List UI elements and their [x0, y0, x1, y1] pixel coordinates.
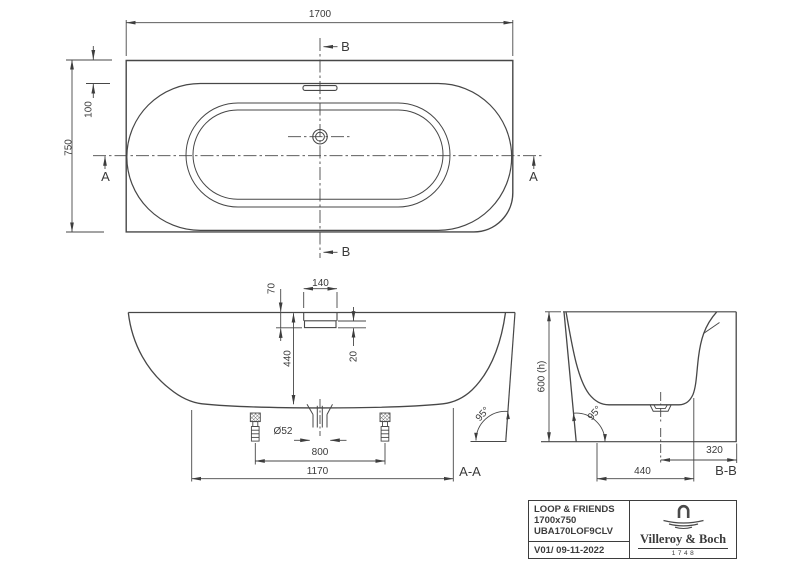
product-size: 1700x750	[534, 515, 577, 526]
version-date: V01/ 09-11-2022	[529, 541, 629, 558]
section-bb-profile	[541, 311, 737, 463]
section-bb-dimensions	[545, 311, 738, 482]
overflow-section	[303, 312, 338, 329]
top-view-outline	[125, 59, 514, 233]
brand-name: Villeroy & Boch	[637, 533, 729, 549]
dim-overflow-height-label: 20	[348, 350, 360, 363]
title-block-info: LOOP & FRIENDS 1700x750 UBA170LOF9CLV V0…	[529, 501, 630, 558]
brand-year: 1748	[671, 550, 697, 557]
section-marker-a-right: A	[529, 169, 538, 184]
dim-drain-diameter-label: Ø52	[273, 426, 293, 437]
section-marker-b-top: B	[341, 39, 350, 54]
section-bb-label: B-B	[715, 463, 737, 478]
dim-overflow-top-label: 70	[266, 282, 278, 295]
dim-length-label: 1700	[308, 9, 332, 20]
drain-section	[306, 404, 333, 428]
product-name: LOOP & FRIENDS	[534, 504, 615, 515]
section-marker-b-bottom: B	[341, 243, 351, 259]
foot-left	[249, 412, 261, 442]
dim-base-length-label: 1170	[306, 465, 329, 477]
title-block: LOOP & FRIENDS 1700x750 UBA170LOF9CLV V0…	[528, 500, 737, 559]
section-aa-label: A-A	[459, 464, 481, 479]
article-number: UBA170LOF9CLV	[534, 526, 614, 537]
section-aa-profile	[127, 311, 516, 443]
dim-height-label: 600 (h)	[536, 360, 547, 393]
dim-depth-label: 440	[282, 350, 293, 367]
dim-width-label: 750	[63, 138, 75, 156]
wall-tick-mark	[703, 322, 720, 334]
section-aa-dimensions	[191, 286, 510, 482]
section-marker-a-left: A	[101, 169, 110, 184]
top-view-dimensions	[66, 20, 536, 255]
title-block-brand: Villeroy & Boch 1748	[630, 501, 736, 558]
dim-feet-spacing-label: 800	[311, 446, 329, 458]
centerlines	[93, 38, 542, 258]
dim-drain-offset-label: 320	[706, 445, 723, 456]
dim-base-width-label: 440	[634, 466, 651, 477]
dim-ledge-label: 100	[83, 101, 95, 118]
dim-overflow-width-label: 140	[312, 277, 329, 289]
foot-right	[379, 412, 391, 442]
villeroy-boch-logo-icon	[663, 504, 704, 530]
